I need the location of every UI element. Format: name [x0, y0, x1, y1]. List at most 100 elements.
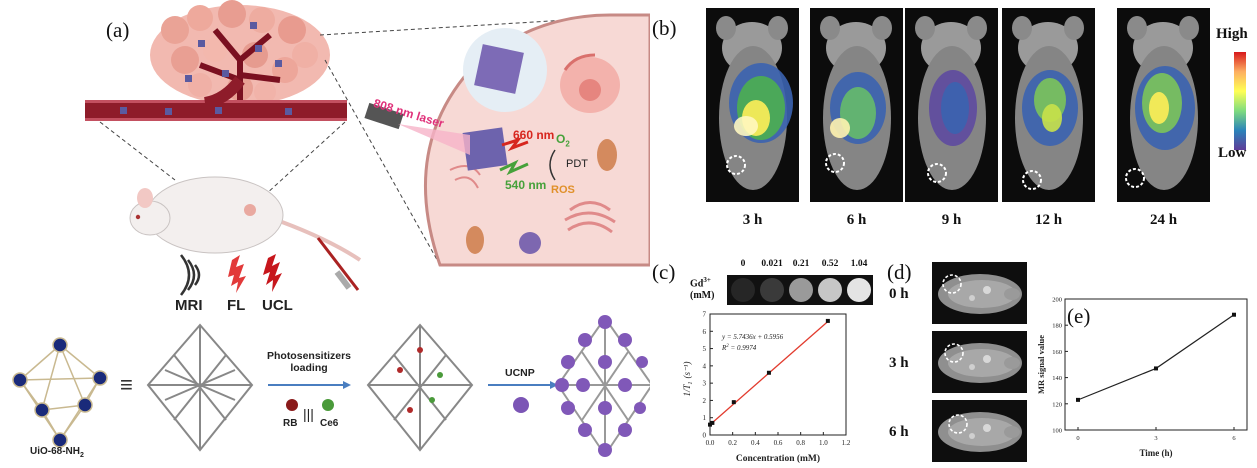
wavelength-540-label: 540 nm [505, 178, 547, 192]
mri-time-label-1: 3 h [889, 355, 909, 371]
ucl-signal-icon [263, 254, 282, 292]
time-label-2: 9 h [941, 212, 962, 228]
gd-label-line: Gd3+ [690, 274, 714, 290]
concentration-label-0: 0 [740, 259, 746, 269]
gd-unit: (mM) [690, 290, 715, 302]
mri-image-0 [932, 262, 1027, 324]
mri-signal-icon [180, 254, 201, 296]
signal-line [1077, 314, 1235, 401]
mof-framework-icon [146, 323, 254, 452]
panel-b-label: (b) [652, 16, 677, 40]
mri-image-2 [932, 400, 1027, 462]
mri-image-1 [932, 331, 1027, 393]
x-tick-label: 0.0 [706, 439, 715, 447]
concentration-label-1: 0.021 [761, 259, 783, 269]
concentration-label-4: 1.04 [850, 259, 868, 269]
y-tick-label: 6 [703, 328, 707, 336]
fit-equation: y = 5.7436x + 0.5956 [721, 333, 784, 341]
y-tick-label: 4 [703, 362, 707, 370]
o2-text: O [556, 132, 566, 146]
ucl-label: UCL [262, 297, 293, 314]
y-tick-label: 100 [1052, 428, 1062, 435]
scale-low-label: Low [1218, 145, 1247, 161]
data-point [731, 400, 736, 405]
phantom-tube-1 [760, 278, 784, 302]
y-label-sub: 1 [688, 381, 694, 384]
mouse-icon [129, 176, 362, 291]
concentration-label-3: 0.52 [821, 259, 839, 269]
y-tick-label: 120 [1052, 401, 1062, 408]
y-tick-label: 1 [703, 414, 707, 422]
x-tick-label: 0.2 [728, 439, 737, 447]
phantom-tube-3 [818, 278, 842, 302]
data-point [708, 422, 712, 427]
o2-label: O2 [556, 132, 570, 148]
y-tick-label: 140 [1052, 375, 1062, 382]
color-scale-bar [1234, 52, 1246, 150]
y-tick-label: 200 [1052, 297, 1062, 304]
y-tick-label: 3 [703, 380, 707, 388]
phantom-tube-2 [789, 278, 813, 302]
x-tick-label: 0.6 [774, 439, 783, 447]
uio-octahedron-icon [12, 337, 108, 448]
concentration-label-2: 0.21 [792, 259, 810, 269]
data-point [1154, 366, 1158, 371]
rb-sphere-icon [286, 399, 298, 411]
rb-label: RB [283, 418, 298, 429]
x-tick-label: 1.0 [819, 439, 828, 447]
photosensitizers-line1: Photosensitizers [266, 350, 352, 362]
data-point [1232, 312, 1236, 317]
panel-a-label: (a) [106, 18, 130, 42]
y-tick-label: 7 [703, 311, 707, 319]
fluorescence-image-4 [1117, 8, 1210, 202]
time-label-1: 6 h [846, 212, 867, 228]
fl-label: FL [227, 297, 246, 314]
phantom-tube-4 [847, 278, 871, 302]
fluorescence-image-0 [706, 8, 799, 202]
chart-e-frame [1064, 298, 1248, 431]
mri-label: MRI [175, 297, 203, 314]
phantom-tube-0 [731, 278, 755, 302]
x-tick-label: 3 [1154, 435, 1157, 442]
laser-device-icon [364, 102, 470, 155]
wavelength-660-label: 660 nm [513, 128, 555, 142]
panel-d-label: (d) [887, 260, 912, 284]
separator-symbol: ||| [303, 406, 314, 422]
time-label-3: 12 h [1034, 212, 1063, 228]
ce6-sphere-icon [322, 399, 334, 411]
fluorescence-image-3 [1002, 8, 1095, 202]
y-tick-label: 5 [703, 345, 707, 353]
y-axis-label: 1/T1 (s⁻¹) [682, 362, 694, 397]
mof-loaded-icon [366, 323, 474, 452]
data-point [825, 318, 830, 323]
gd-text: Gd [690, 278, 704, 290]
r2-letter: R [721, 344, 727, 352]
fl-signal-icon [228, 255, 246, 293]
mof-ucnp-icon [556, 316, 650, 457]
panel-a-illustration [12, 0, 650, 457]
ucnp-spheres-icon [555, 315, 648, 457]
data-point [710, 420, 715, 425]
fluorescence-image-2 [905, 8, 998, 202]
photosensitizers-line2: loading [290, 362, 328, 374]
time-label-0: 3 h [742, 212, 763, 228]
x-tick-label: 0.8 [796, 439, 805, 447]
y-label-unit: (s⁻¹) [682, 362, 692, 379]
o2-subscript: 2 [565, 139, 570, 149]
mri-time-label-2: 6 h [889, 424, 909, 440]
y-tick-label: 180 [1052, 323, 1062, 330]
panel-c-label: (c) [652, 260, 676, 284]
mof-nanoparticle-icon [462, 44, 524, 171]
blood-vessel-icon [85, 76, 347, 121]
y-label-main: 1/T [682, 383, 692, 396]
gd-superscript: 3+ [703, 276, 711, 284]
uio-text: UiO-68-NH [30, 446, 81, 457]
ce6-label: Ce6 [320, 418, 339, 429]
x-axis-label: Concentration (mM) [736, 453, 820, 464]
x-tick-label: 0 [1076, 435, 1079, 442]
x-tick-label: 1.2 [842, 439, 851, 447]
